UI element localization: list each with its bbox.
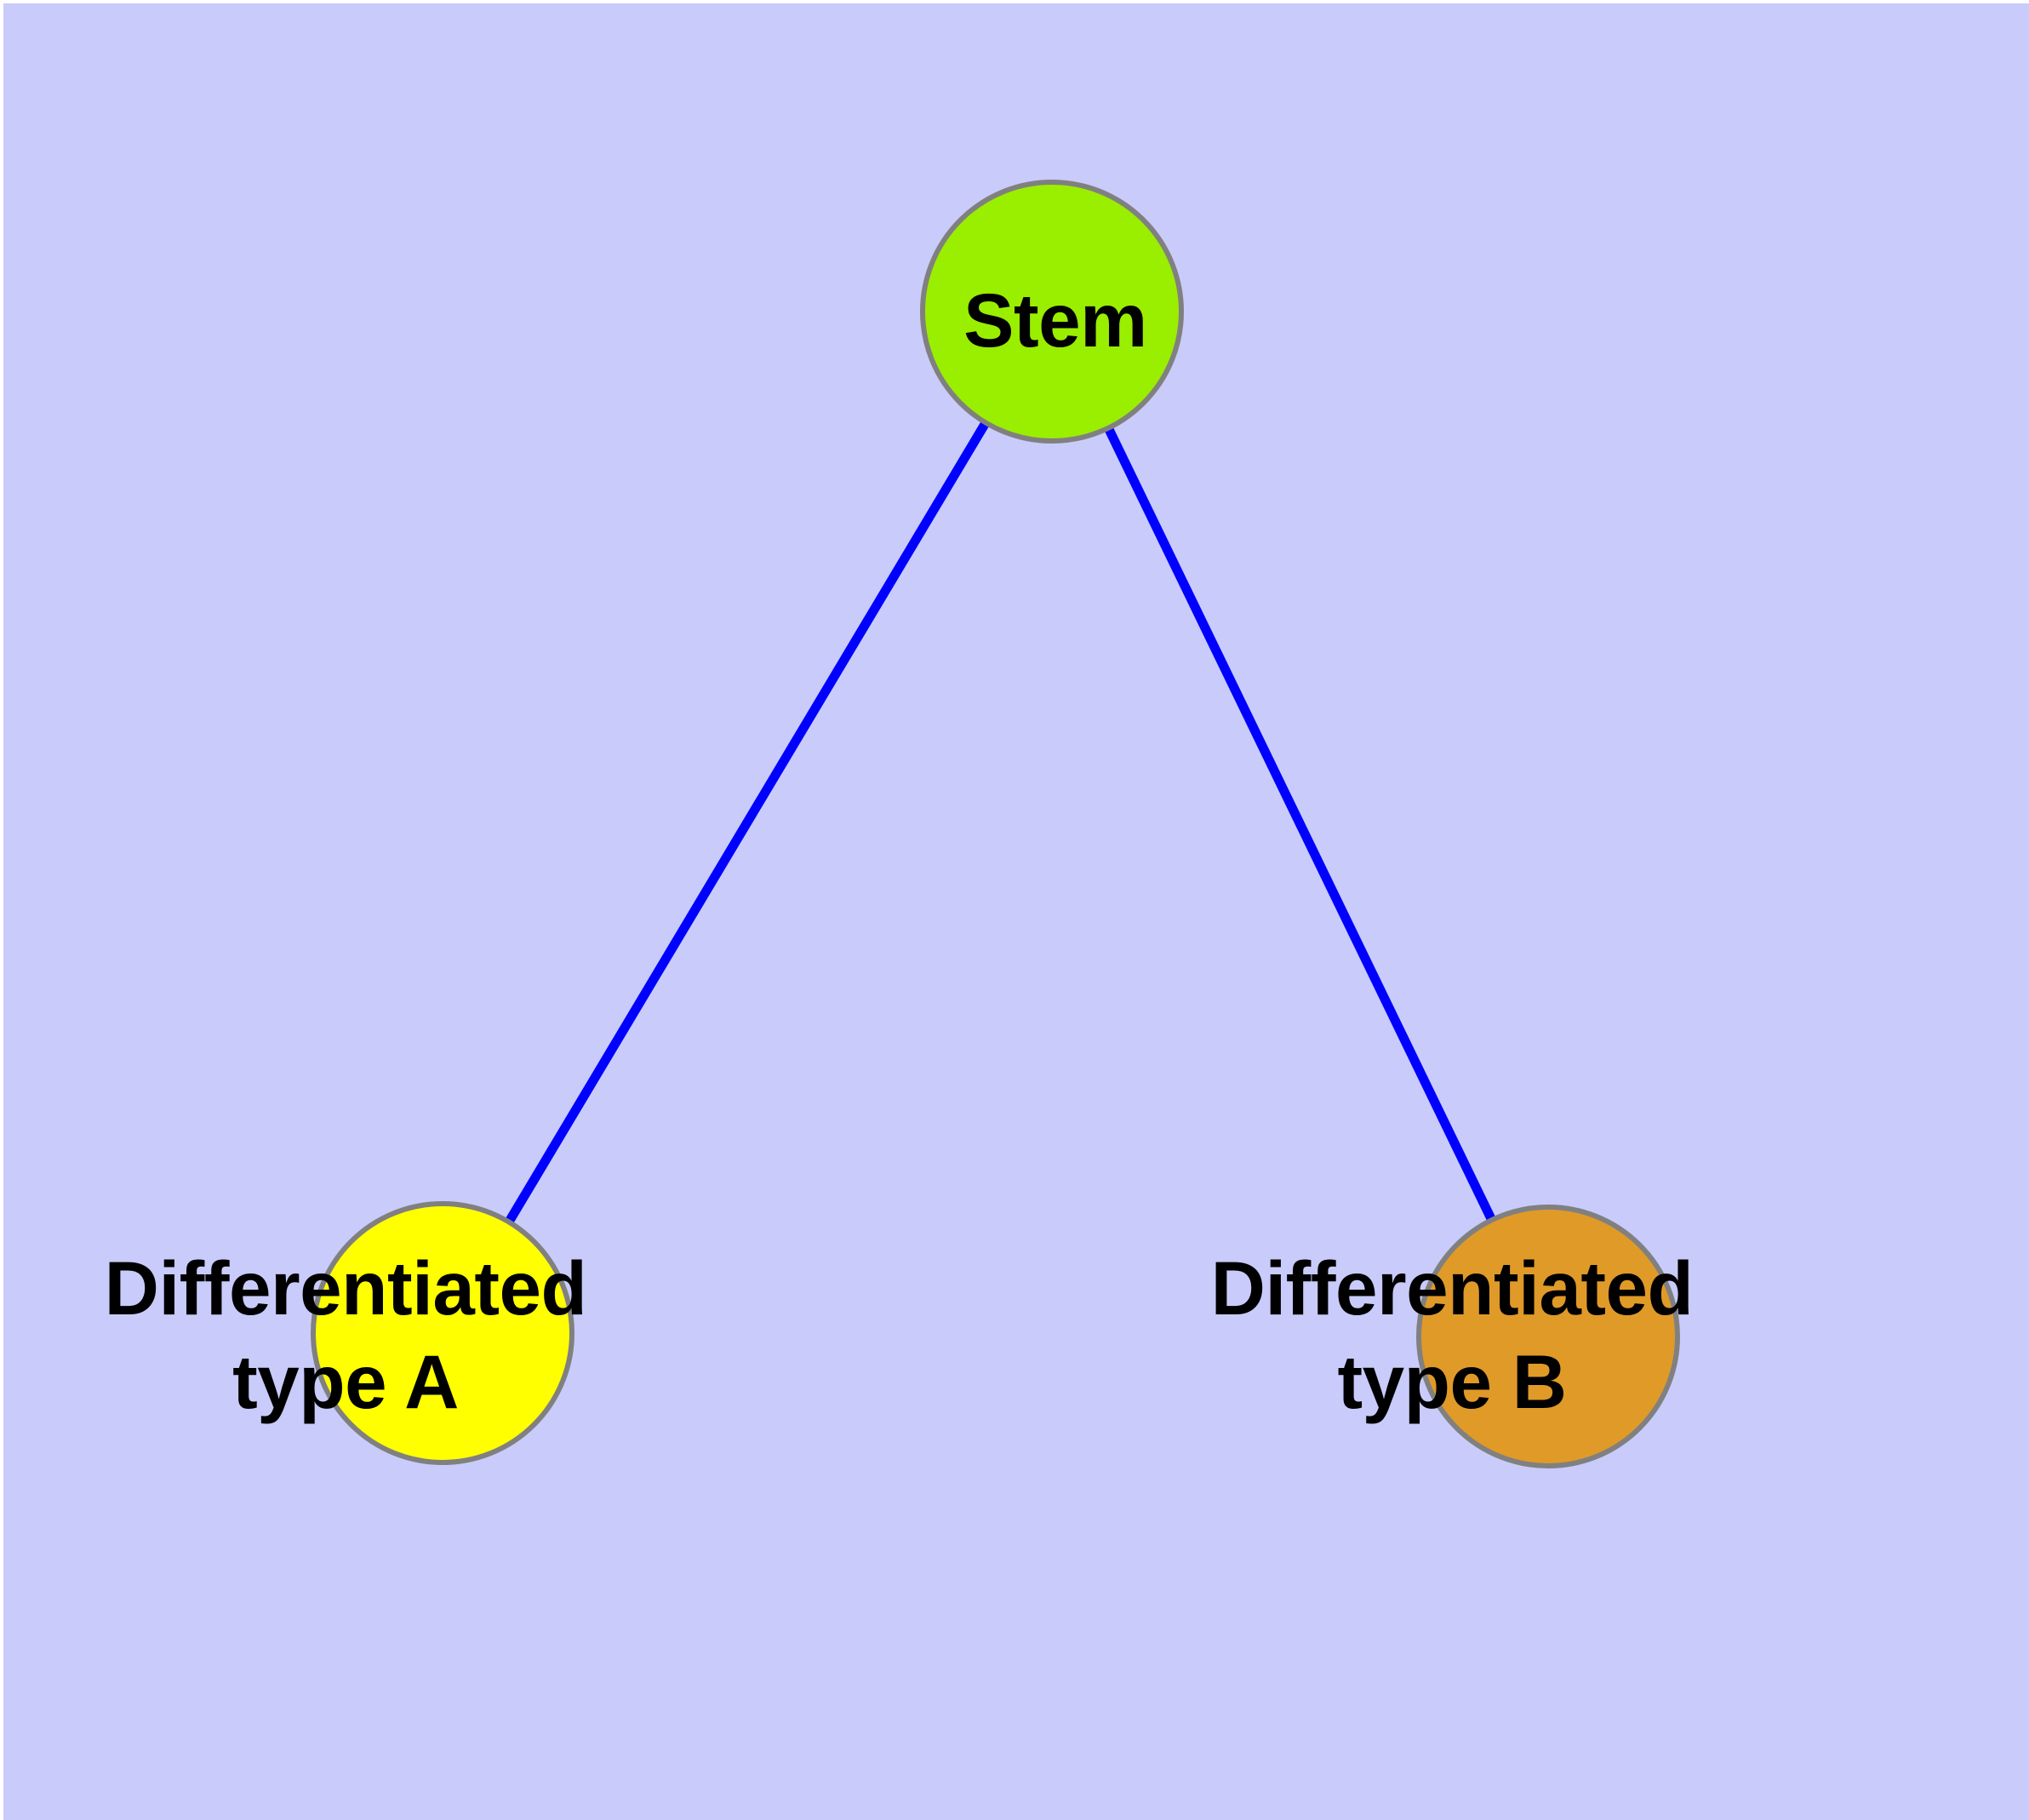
graph-node-diff_a[interactable]: [311, 1201, 574, 1465]
graph-node-stem[interactable]: [920, 180, 1184, 444]
node-layer: [311, 180, 1680, 1468]
graph-svg: [311, 180, 1680, 1468]
graph-edge: [1104, 426, 1496, 1222]
graph-edge: [505, 420, 990, 1225]
edge-layer: [505, 420, 1496, 1225]
graph-node-diff_b[interactable]: [1416, 1205, 1680, 1468]
